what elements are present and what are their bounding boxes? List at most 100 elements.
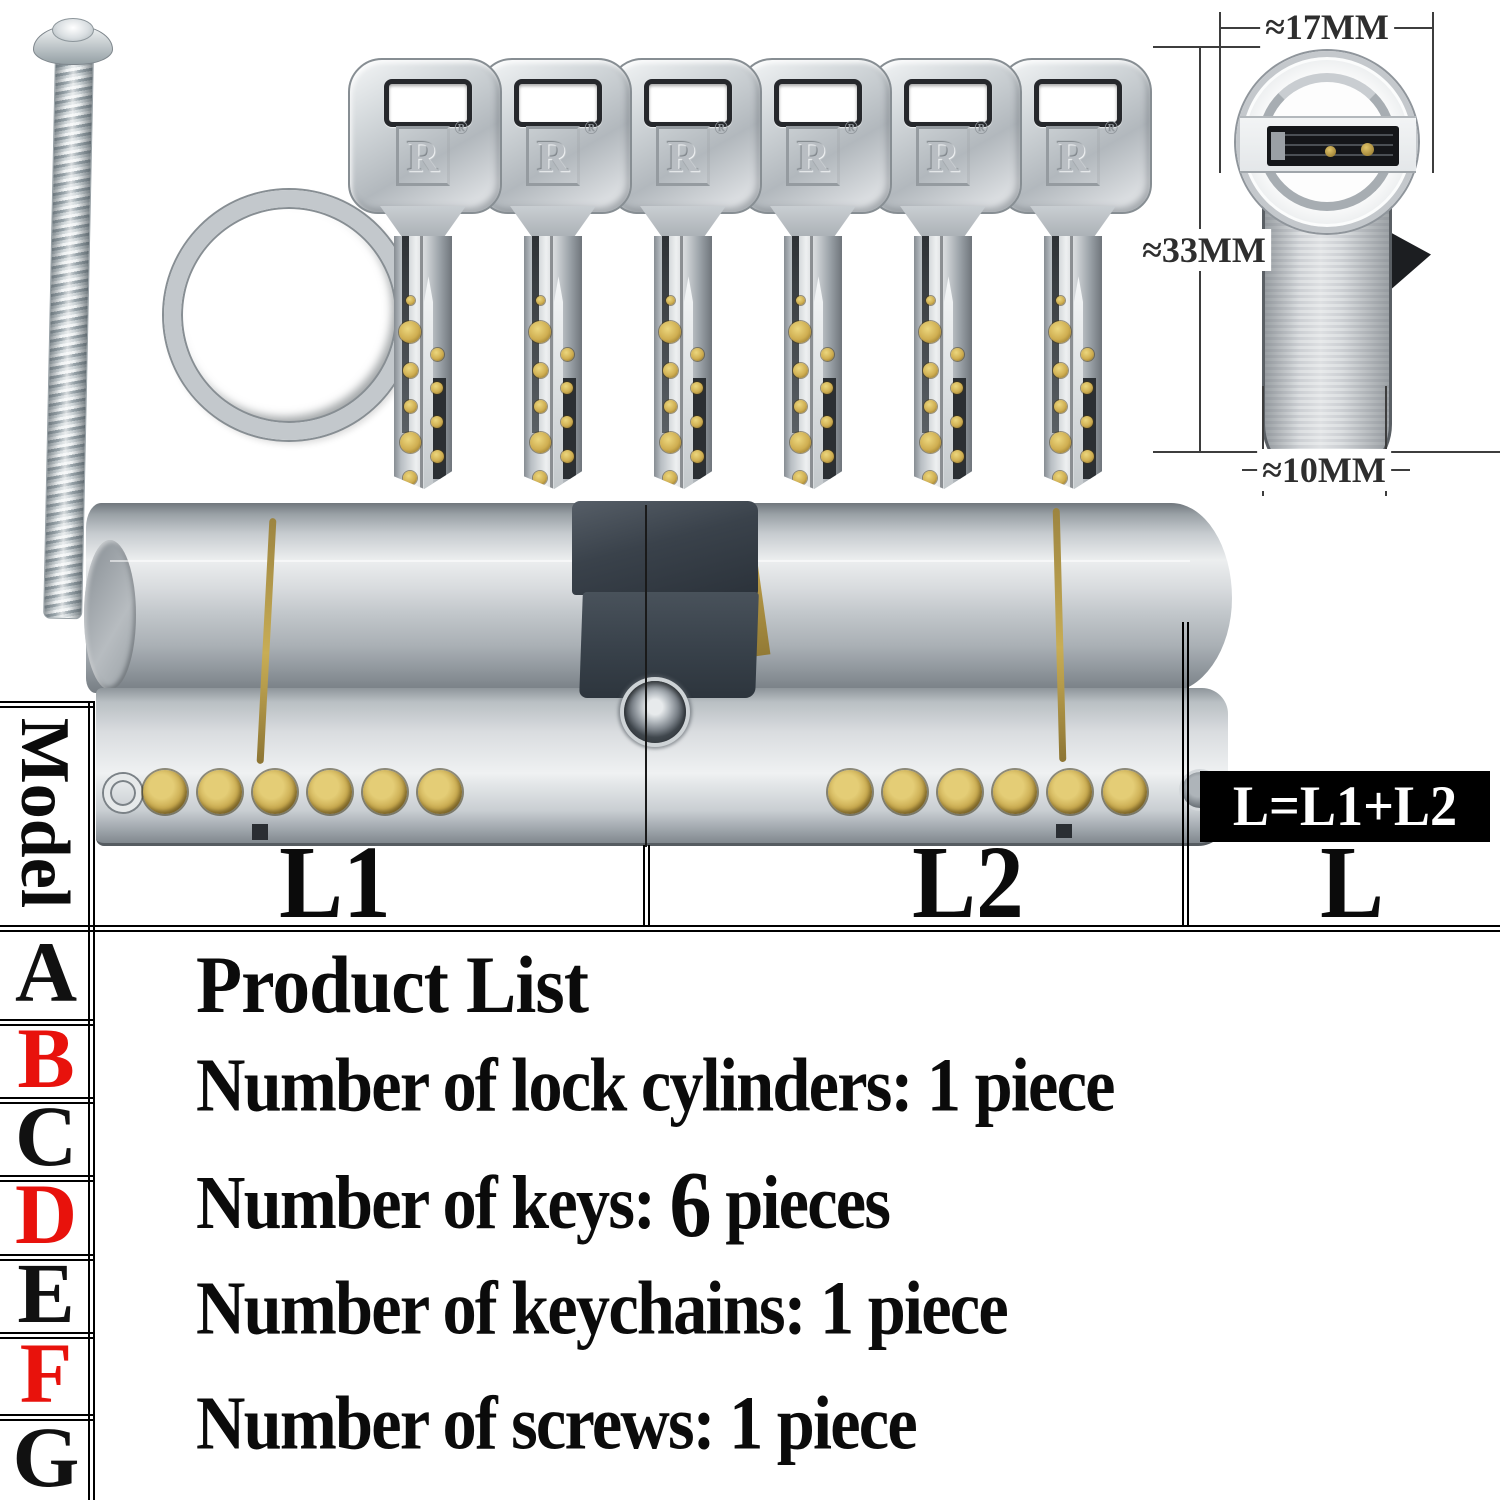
key-ridge: [554, 276, 563, 489]
key: R ®: [348, 58, 502, 490]
key-pin-dimple: [1055, 295, 1065, 305]
key-logo-r-icon: R: [916, 126, 970, 186]
key-neck: [640, 206, 726, 240]
l1-l2-divider: [645, 505, 647, 847]
fixing-screw-hole: [624, 681, 686, 743]
key-pin-dimple: [402, 362, 418, 378]
key-groove: [940, 236, 943, 489]
key: R ®: [738, 58, 892, 490]
table-border: [0, 1019, 95, 1026]
key-trademark-icon: ®: [714, 118, 729, 139]
key-trademark-icon: ®: [584, 118, 599, 139]
dim-tick: [1432, 12, 1434, 173]
key-pin-dimple: [919, 321, 941, 343]
key-blade: [914, 236, 972, 489]
brass-pin: [143, 770, 187, 814]
l-column-divider: [1182, 622, 1189, 925]
key-pin-dimple: [919, 431, 941, 453]
key-logo-r-icon: R: [1046, 126, 1100, 186]
key-hole: [904, 79, 992, 127]
key-pin-dimple: [1080, 449, 1094, 463]
key-pin-dimple: [533, 399, 547, 413]
key-pin-dimple: [529, 321, 551, 343]
key-trademark-icon: ®: [844, 118, 859, 139]
key-pin-dimple: [1081, 416, 1093, 428]
brass-pin: [938, 770, 982, 814]
l1-l2-divider: [643, 845, 650, 925]
segment-label-l: L: [1320, 825, 1384, 940]
key-pin-dimple: [922, 362, 938, 378]
key-pin-dimple: [659, 321, 681, 343]
model-row-letter-a: A: [14, 924, 78, 1020]
key-groove: [420, 236, 423, 489]
key-ridge: [684, 276, 693, 489]
key-pin-dimple: [399, 321, 421, 343]
key-pin-dimple: [662, 362, 678, 378]
key-pin-dimple: [663, 399, 677, 413]
product-list-title: Product List: [196, 939, 589, 1030]
key-logo-r-icon: R: [526, 126, 580, 186]
retaining-hole-left: [104, 774, 142, 812]
brass-pin: [883, 770, 927, 814]
key-pin-dimple: [560, 347, 574, 361]
key-ridge: [1074, 276, 1083, 489]
model-column-header: Model: [6, 717, 83, 909]
table-border: [0, 701, 95, 708]
brass-pin: [308, 770, 352, 814]
key-logo-r-icon: R: [396, 126, 450, 186]
key-blade: [394, 236, 452, 489]
key: R ®: [478, 58, 632, 490]
cylinder-end-cap: [84, 540, 136, 690]
key-pin-dimple: [923, 399, 937, 413]
brass-pin: [198, 770, 242, 814]
dim-stub: [1242, 469, 1263, 471]
key-ridge: [814, 276, 823, 489]
key-head: R ®: [738, 58, 892, 214]
dim-tick: [1385, 386, 1387, 496]
product-list-screws: Number of screws: 1 piece: [196, 1381, 918, 1466]
key-pin-dimple: [1053, 399, 1067, 413]
key-pin-dimple: [690, 449, 704, 463]
key-groove: [680, 236, 683, 489]
key-logo-r-icon: R: [656, 126, 710, 186]
key-pin-dimple: [691, 416, 703, 428]
key-trademark-icon: ®: [974, 118, 989, 139]
key-pin-dimple: [792, 362, 808, 378]
product-list-keys: Number of keys: 6 pieces: [196, 1153, 891, 1257]
model-row-letter-c: C: [14, 1088, 78, 1184]
segment-label-l2: L2: [912, 825, 1024, 940]
key-pin-dimple: [795, 295, 805, 305]
key-head: R ®: [868, 58, 1022, 214]
table-border: [0, 1332, 95, 1339]
key-pin-dimple: [529, 431, 551, 453]
key-pin-dimple: [951, 382, 963, 394]
key-logo-r-icon: R: [786, 126, 840, 186]
key-pin-dimple: [403, 471, 417, 485]
brass-pin: [993, 770, 1037, 814]
key-pin-dimple: [659, 431, 681, 453]
key-trademark-icon: ®: [1104, 118, 1119, 139]
key-pin-dimple: [431, 416, 443, 428]
key-pin-dimple: [951, 416, 963, 428]
key-groove: [1070, 236, 1073, 489]
key-hole: [1034, 79, 1122, 127]
key-pin-dimple: [925, 295, 935, 305]
key-pin-dimple: [923, 471, 937, 485]
key-pin-dimple: [1049, 431, 1071, 453]
brass-pin: [363, 770, 407, 814]
key-pin-dimple: [403, 399, 417, 413]
key-head: R ®: [608, 58, 762, 214]
key-pin-dimple: [663, 471, 677, 485]
key-pin-dimple: [665, 295, 675, 305]
key-pin-dimple: [533, 471, 547, 485]
key-neck: [770, 206, 856, 240]
key-pin-dimple: [1080, 347, 1094, 361]
table-border: [0, 1254, 95, 1261]
key-pin-dimple: [561, 382, 573, 394]
key-head: R ®: [348, 58, 502, 214]
key-neck: [900, 206, 986, 240]
dim-label-bottom-width: ≈10MM: [1257, 449, 1391, 491]
key-pin-dimple: [789, 321, 811, 343]
key: R ®: [868, 58, 1022, 490]
key-pin-dimple: [821, 416, 833, 428]
